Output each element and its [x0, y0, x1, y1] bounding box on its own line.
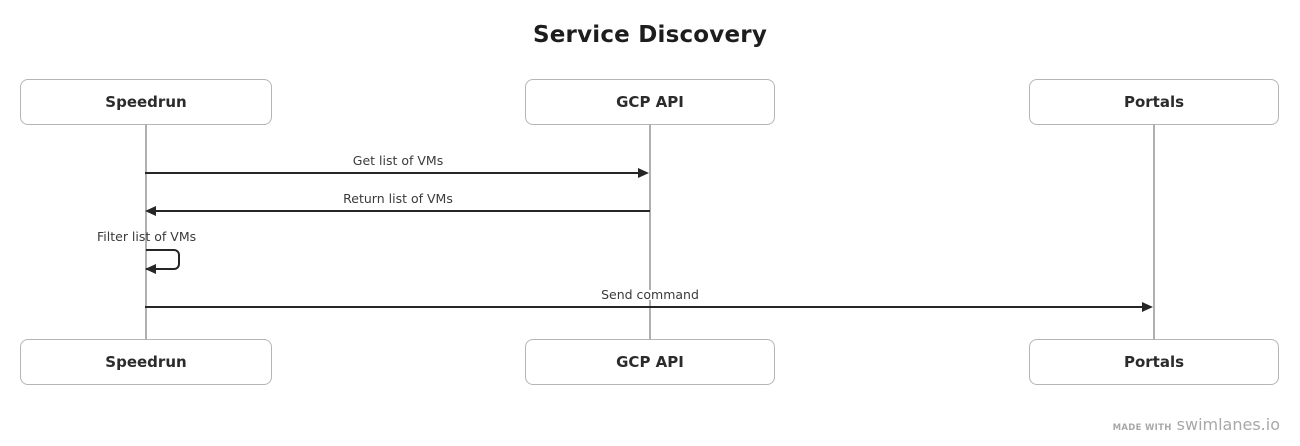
footer-made-with-label: MADE WITH [1112, 423, 1172, 433]
footer-watermark[interactable]: MADE WITH swimlanes.io [1113, 415, 1280, 434]
participant-label-speedrun-top: Speedrun [105, 93, 187, 111]
message-label-return-list-of-vms: Return list of VMs [343, 191, 453, 206]
participant-box-speedrun-top[interactable]: Speedrun [20, 79, 272, 125]
message-label-get-list-of-vms: Get list of VMs [352, 153, 444, 168]
arrow-head-filter-list-of-vms [145, 264, 156, 274]
arrow-head-get-list-of-vms [638, 167, 649, 178]
participant-label-portals-top: Portals [1123, 93, 1185, 111]
participant-box-portals-bottom[interactable]: Portals [1029, 339, 1279, 385]
participant-box-portals-top[interactable]: Portals [1029, 79, 1279, 125]
lifeline-portals [1153, 125, 1155, 339]
participant-label-gcp-api-top: GCP API [616, 93, 684, 111]
lifeline-gcp-api-lower [649, 300, 651, 339]
participant-label-speedrun-bottom: Speedrun [105, 353, 187, 371]
page-title: Service Discovery [532, 22, 768, 48]
footer-brand-label: swimlanes.io [1176, 415, 1280, 434]
lifeline-gcp-api [649, 125, 651, 290]
participant-label-gcp-api-bottom: GCP API [616, 353, 684, 371]
participant-box-gcp-api-top[interactable]: GCP API [525, 79, 775, 125]
message-line-send-command [145, 306, 1143, 308]
arrow-head-return-list-of-vms [145, 205, 156, 216]
message-line-get-list-of-vms [145, 172, 639, 174]
message-line-return-list-of-vms [156, 210, 650, 212]
arrow-head-send-command [1142, 301, 1153, 312]
message-label-filter-list-of-vms: Filter list of VMs [97, 229, 197, 244]
participant-label-portals-bottom: Portals [1123, 353, 1185, 371]
message-label-send-command: Send command [601, 287, 699, 302]
lifeline-speedrun [145, 125, 147, 339]
participant-box-speedrun-bottom[interactable]: Speedrun [20, 339, 272, 385]
self-loop-filter-list-of-vms [146, 249, 180, 270]
participant-box-gcp-api-bottom[interactable]: GCP API [525, 339, 775, 385]
